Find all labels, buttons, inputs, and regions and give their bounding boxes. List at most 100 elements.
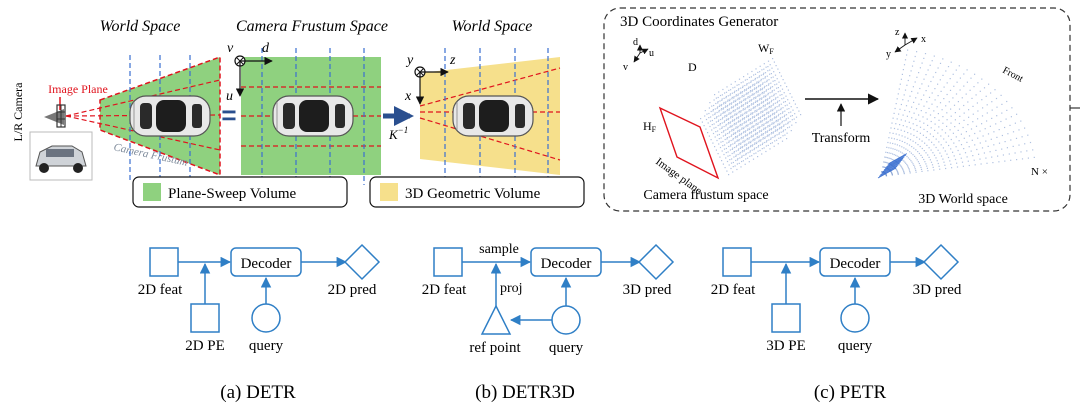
cloud-point (974, 132, 976, 135)
cloud-point (919, 120, 921, 122)
cloud-point (725, 119, 727, 121)
nx-label: N × (1031, 166, 1048, 178)
cloud-point (754, 101, 756, 103)
cloud-point (985, 95, 987, 97)
cloud-point (725, 101, 727, 103)
cloud-point (728, 113, 730, 115)
cloud-point (984, 128, 986, 130)
cloud-point (949, 129, 951, 131)
cloud-point (893, 154, 895, 156)
cloud-point (735, 154, 737, 156)
cloud-point (724, 134, 726, 136)
cloud-point (1024, 143, 1026, 145)
cloud-point (750, 144, 752, 147)
cloud-point (761, 97, 763, 99)
cloud-point (750, 81, 752, 83)
cloud-point (769, 88, 771, 90)
cloud-point (761, 93, 763, 95)
cloud-point (757, 90, 759, 92)
cloud-point (884, 161, 886, 163)
cloud-point (774, 98, 777, 100)
cloud-point (902, 99, 904, 101)
cloud-point (970, 128, 973, 130)
cloud-point (727, 100, 729, 102)
cloud-point (897, 93, 899, 95)
cloud-point (735, 127, 737, 129)
cloud-point (754, 79, 756, 81)
cloud-point (939, 152, 941, 154)
cloud-point (756, 136, 758, 138)
cloud-point (756, 110, 758, 112)
cloud-point (957, 101, 959, 103)
cloud-point (721, 118, 723, 120)
cloud-point (737, 149, 739, 151)
cloud-point (968, 135, 971, 137)
cloud-point (728, 112, 730, 114)
cloud-point (771, 67, 773, 69)
cloud-point (754, 139, 756, 141)
cloud-point (728, 136, 730, 138)
cloud-point (953, 142, 955, 144)
cloud-point (934, 99, 936, 101)
cloud-point (945, 167, 947, 170)
cloud-point (735, 103, 737, 105)
cloud-point (785, 114, 788, 116)
cloud-point (991, 101, 993, 103)
cloud-point (723, 101, 725, 104)
cloud-point (991, 117, 993, 119)
cloud-point (930, 127, 932, 129)
cloud-point (1004, 126, 1006, 129)
cloud-point (972, 121, 974, 123)
cloud-point (753, 149, 755, 151)
cloud-point (772, 132, 774, 134)
cloud-point (729, 130, 731, 133)
cloud-point (938, 141, 940, 143)
cloud-point (775, 125, 777, 127)
cloud-point (745, 144, 748, 146)
cloud-point (725, 105, 727, 107)
cloud-point (759, 85, 761, 87)
cloud-point (917, 161, 919, 163)
cloud-point (747, 97, 749, 99)
cloud-point (954, 119, 956, 121)
cloud-point (742, 104, 745, 106)
cloud-point (778, 104, 780, 106)
cloud-point (898, 113, 900, 115)
cloud-point (726, 142, 728, 144)
cloud-point (749, 99, 751, 101)
cloud-point (766, 103, 768, 105)
cloud-point (730, 117, 732, 119)
cloud-point (735, 99, 737, 101)
cloud-point (921, 62, 923, 64)
cloud-point (725, 97, 727, 99)
cloud-point (755, 128, 757, 130)
cloud-point (733, 92, 735, 94)
cloud-point (742, 86, 744, 89)
cloud-point (779, 126, 781, 129)
cloud-point (896, 138, 898, 141)
cloud-point (745, 120, 747, 122)
cloud-point (744, 84, 746, 87)
cloud-point (743, 118, 745, 120)
cloud-point (899, 124, 901, 126)
cloud-point (748, 86, 750, 88)
cloud-point (922, 116, 924, 118)
cloud-point (782, 131, 784, 133)
gen-axis-x: x (921, 34, 926, 45)
query-label: query (838, 338, 873, 354)
cloud-point (763, 72, 765, 74)
cloud-point (1011, 107, 1013, 109)
cloud-point (735, 123, 737, 125)
cloud-point (736, 114, 738, 116)
cloud-point (919, 145, 921, 148)
cloud-point (750, 90, 752, 92)
axis-v: v (227, 41, 234, 56)
cloud-point (746, 135, 748, 137)
cloud-point (987, 145, 989, 147)
cloud-point (969, 89, 971, 91)
label-W: WF (758, 41, 774, 56)
cloud-point (994, 89, 996, 91)
cloud-point (715, 126, 717, 129)
cloud-point (784, 82, 786, 84)
cloud-point (753, 120, 755, 123)
